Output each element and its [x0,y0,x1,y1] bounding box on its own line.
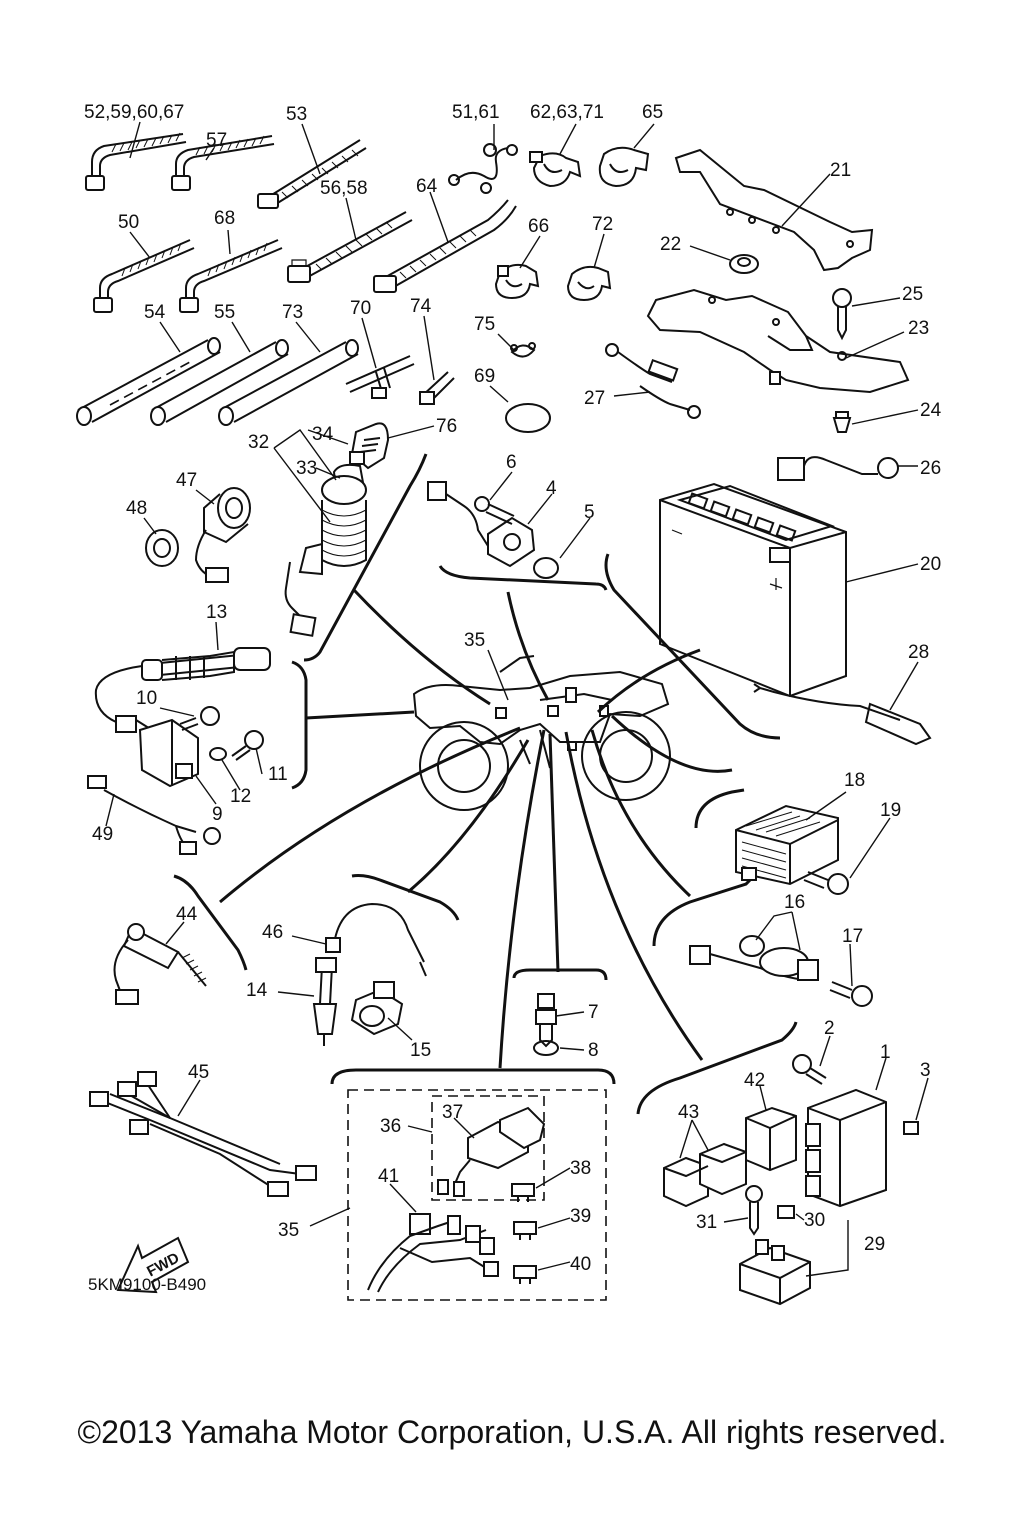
fuse-box-drawing [347,1089,607,1301]
bracket-and-cover-drawings [605,148,910,481]
callout-label: 66 [528,216,549,237]
callout-label: 4 [546,478,557,499]
callout-label: 35 [278,1220,299,1241]
callout-label: 43 [678,1102,699,1123]
callout-label: 6 [506,452,517,473]
callout-label: 51,61 [452,102,500,123]
cable-tie-drawings [85,132,517,313]
callout-label: 2 [824,1018,835,1039]
callout-label: 28 [908,642,929,663]
callout-label: 17 [842,926,863,947]
callout-label: 18 [844,770,865,791]
callout-label: 32 [248,432,269,453]
callout-label: 9 [212,804,223,825]
battery-drawing [659,482,847,698]
callout-label: 44 [176,904,198,925]
callout-label: 5 [584,502,595,523]
callout-label: 38 [570,1158,591,1179]
ignition-coil-drawing [87,647,271,855]
fwd-arrow: FWD [116,1236,190,1294]
callout-label: 20 [920,554,941,575]
callout-label: 64 [416,176,438,197]
callout-label: 31 [696,1212,717,1233]
callout-label: 23 [908,318,929,339]
callout-label: 73 [282,302,303,323]
callout-label: 34 [312,424,334,445]
gear-position-sensor-drawing [689,935,873,1007]
callout-label: 74 [410,296,432,317]
tube-drawings [76,337,455,426]
callout-label: 45 [188,1062,209,1083]
callout-label: 47 [176,470,197,491]
callout-label: 22 [660,234,681,255]
callout-label: 26 [920,458,941,479]
callout-label: 69 [474,366,495,387]
callout-label: 62,63,71 [530,102,604,123]
callout-label: 10 [136,688,157,709]
atv-drawing [412,655,671,811]
connector-cap-drawing [145,487,251,583]
callout-leaders [105,121,929,1277]
callout-label: 48 [126,498,147,519]
callout-label: 39 [570,1206,591,1227]
diagram-code: 5KM9100-B490 [88,1275,206,1294]
callout-label: 8 [588,1040,599,1061]
callout-label: 57 [206,130,227,151]
callout-label: 55 [214,302,235,323]
callout-label: 70 [350,298,371,319]
speed-sensor-drawing [427,481,559,579]
callout-label: 27 [584,388,605,409]
callout-label: 30 [804,1210,825,1231]
callout-label: 37 [442,1102,463,1123]
callout-label: 13 [206,602,227,623]
callout-label: 46 [262,922,283,943]
callout-label: 53 [286,104,307,125]
callout-label: 1 [880,1042,891,1063]
callout-label: 16 [784,892,805,913]
clamp-drawings [448,143,650,433]
callout-label: 21 [830,160,851,181]
wire-harness-drawing [89,1071,317,1197]
switches-and-sensors-drawing [113,902,559,1056]
callout-label: 36 [380,1116,401,1137]
callout-label: 76 [436,416,457,437]
callout-label: 54 [144,302,166,323]
callout-label: 7 [588,1002,599,1023]
callout-label: 49 [92,824,113,845]
callout-label: 75 [474,314,495,335]
callout-label: 41 [378,1166,399,1187]
rectifier-drawing [735,804,849,895]
callout-label: 15 [410,1040,431,1061]
callout-label: 3 [920,1060,931,1081]
callout-label: 52,59,60,67 [84,102,184,123]
callout-label: 40 [570,1254,591,1275]
main-switch-drawing [284,422,390,637]
battery-cable-drawing [753,683,932,746]
copyright-notice: ©2013 Yamaha Motor Corporation, U.S.A. A… [77,1414,947,1450]
callout-label: 12 [230,786,251,807]
callout-label: 11 [268,764,288,785]
callout-label: 68 [214,208,235,229]
callout-label: 65 [642,102,663,123]
callout-label: 72 [592,214,613,235]
callout-label: 35 [464,630,485,651]
callout-label: 25 [902,284,923,305]
callout-labels: 52,59,60,67 53 51,61 62,63,71 65 57 21 5… [84,102,942,1275]
callout-label: 19 [880,800,901,821]
callout-label: 50 [118,212,139,233]
callout-label: 24 [920,400,942,421]
control-unit-drawing [663,1054,919,1306]
callout-label: 42 [744,1070,765,1091]
callout-label: 56,58 [320,178,368,199]
callout-label: 33 [296,458,317,479]
group-lines [173,453,798,1115]
callout-label: 29 [864,1234,885,1255]
callout-label: 14 [246,980,268,1001]
